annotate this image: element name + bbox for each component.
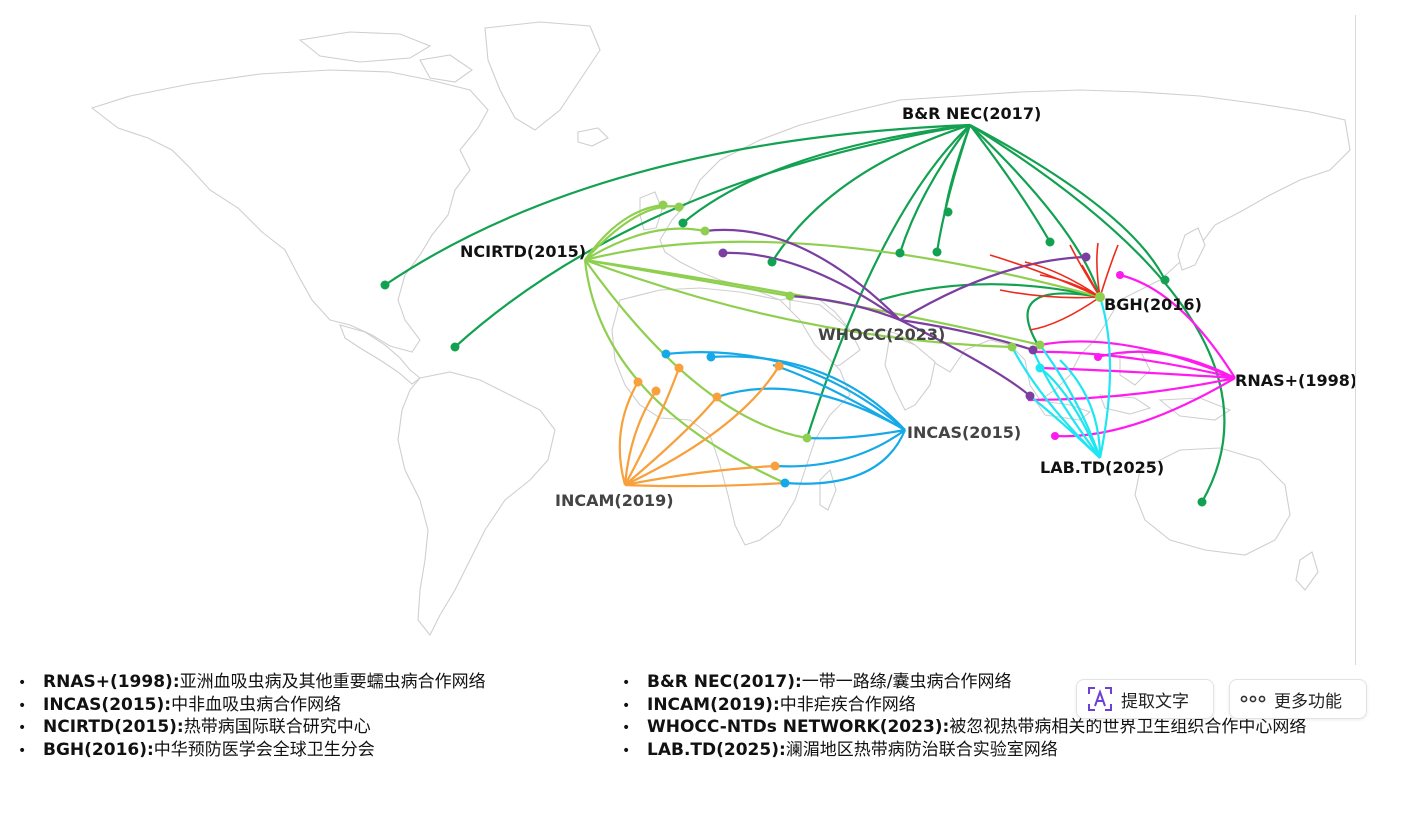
whocc-links [704,228,1087,397]
hub-label-bgh: BGH(2016) [1104,295,1202,314]
legend-abbr: BGH(2016): [43,739,154,760]
map-node [678,218,688,228]
labtd-links [1011,296,1112,459]
more-functions-button[interactable]: 更多功能 [1229,679,1367,719]
hub-label-rnas: RNAS+(1998) [1235,371,1357,390]
map-node [770,461,780,471]
map-node [380,280,390,290]
hub-labels: B&R NEC(2017) NCIRTD(2015) BGH(2016) WHO… [460,104,1357,510]
map-node [767,257,777,267]
map-node [1116,271,1124,279]
legend-item: • NCIRTD(2015): 热带病国际联合研究中心 [18,717,486,740]
text-recognition-icon [1087,686,1113,712]
network-nodes [380,200,1207,507]
world-landmass [90,21,1351,637]
brnec-links [384,123,1226,503]
legend-abbr: INCAM(2019): [647,694,780,715]
incas-links [665,351,907,485]
legend-bullet: • [622,742,631,759]
map-node [1094,353,1102,361]
network-connections [384,123,1236,503]
map-node [1028,345,1038,355]
legend-desc: 被忽视热带病相关的世界卫生组织合作中心网络 [949,717,1307,737]
incam-links [618,365,786,488]
legend-bullet: • [18,742,27,759]
map-node [718,248,728,258]
bgh-links [989,242,1119,331]
map-node [651,386,661,396]
legend-item: • INCAS(2015): 中非血吸虫病合作网络 [18,695,486,718]
map-node [1025,391,1035,401]
map-node [1197,497,1207,507]
legend-desc: 中非疟疾合作网络 [779,694,916,715]
legend-bullet: • [622,720,631,736]
map-node [780,478,790,488]
hub-label-incas: INCAS(2015) [907,423,1021,442]
world-network-map: B&R NEC(2017) NCIRTD(2015) BGH(2016) WHO… [90,21,1357,637]
legend-item: • B&R NEC(2017): 一带一路绦/囊虫病合作网络 [622,672,1306,695]
map-node [633,377,643,387]
extract-text-label: 提取文字 [1121,691,1189,712]
more-dots-icon [1240,694,1266,704]
map-node [1095,292,1105,302]
legend-bullet: • [622,697,631,714]
hub-label-labtd: LAB.TD(2025) [1040,458,1164,477]
map-node [785,291,795,301]
map-node [1045,237,1055,247]
legend-abbr: B&R NEC(2017): [647,672,802,692]
map-node [706,352,716,362]
map-node [658,200,668,210]
legend-abbr: WHOCC-NTDs NETWORK(2023): [647,717,950,737]
legend-item: • WHOCC-NTDs NETWORK(2023): 被忽视热带病相关的世界卫… [622,717,1306,740]
legend-abbr: NCIRTD(2015): [43,717,184,737]
legend-right: • B&R NEC(2017): 一带一路绦/囊虫病合作网络 • INCAM(2… [622,672,1306,762]
legend-desc: 亚洲血吸虫病及其他重要蠕虫病合作网络 [179,672,486,692]
legend-abbr: INCAS(2015): [43,694,172,715]
ncirtd-links [583,203,1101,485]
hub-label-whocc: WHOCC(2023) [818,325,945,344]
legend-bullet: • [18,675,27,691]
legend-desc: 澜湄地区热带病防治联合实验室网络 [785,739,1058,760]
extract-text-button[interactable]: 提取文字 [1076,679,1214,719]
map-node [1007,342,1017,352]
map-node [661,349,671,359]
map-node [802,433,812,443]
rnas-links [1027,273,1236,438]
legend-item: • RNAS+(1998): 亚洲血吸虫病及其他重要蠕虫病合作网络 [18,672,486,695]
legend-abbr: LAB.TD(2025): [647,739,786,760]
legend-desc: 中非血吸虫病合作网络 [171,694,342,715]
hub-label-brnec: B&R NEC(2017) [902,104,1041,123]
legend-item: • INCAM(2019): 中非疟疾合作网络 [622,695,1306,718]
map-node [674,202,684,212]
map-node [1035,363,1045,373]
hub-label-ncirtd: NCIRTD(2015) [460,242,586,261]
divider-line [1355,15,1356,665]
map-node [932,247,942,257]
more-functions-label: 更多功能 [1274,691,1342,712]
map-node [1160,275,1170,285]
legend-desc: 一带一路绦/囊虫病合作网络 [801,672,1012,692]
hub-label-incam: INCAM(2019) [555,491,674,510]
map-node [895,248,905,258]
legend-bullet: • [18,720,27,736]
map-node [943,207,953,217]
map-node [1051,432,1059,440]
map-node [1081,252,1091,262]
map-node [450,342,460,352]
legend-desc: 热带病国际联合研究中心 [183,717,371,737]
legend-left: • RNAS+(1998): 亚洲血吸虫病及其他重要蠕虫病合作网络 • INCA… [18,672,486,762]
legend-abbr: RNAS+(1998): [43,672,180,692]
legend-bullet: • [622,675,631,691]
legend-item: • BGH(2016): 中华预防医学会全球卫生分会 [18,740,486,763]
map-node [712,392,722,402]
map-node [674,363,684,373]
legend-desc: 中华预防医学会全球卫生分会 [153,739,375,760]
legend-item: • LAB.TD(2025): 澜湄地区热带病防治联合实验室网络 [622,740,1306,763]
map-node [774,361,784,371]
map-node [1035,340,1045,350]
map-node [700,226,710,236]
legend-bullet: • [18,697,27,714]
